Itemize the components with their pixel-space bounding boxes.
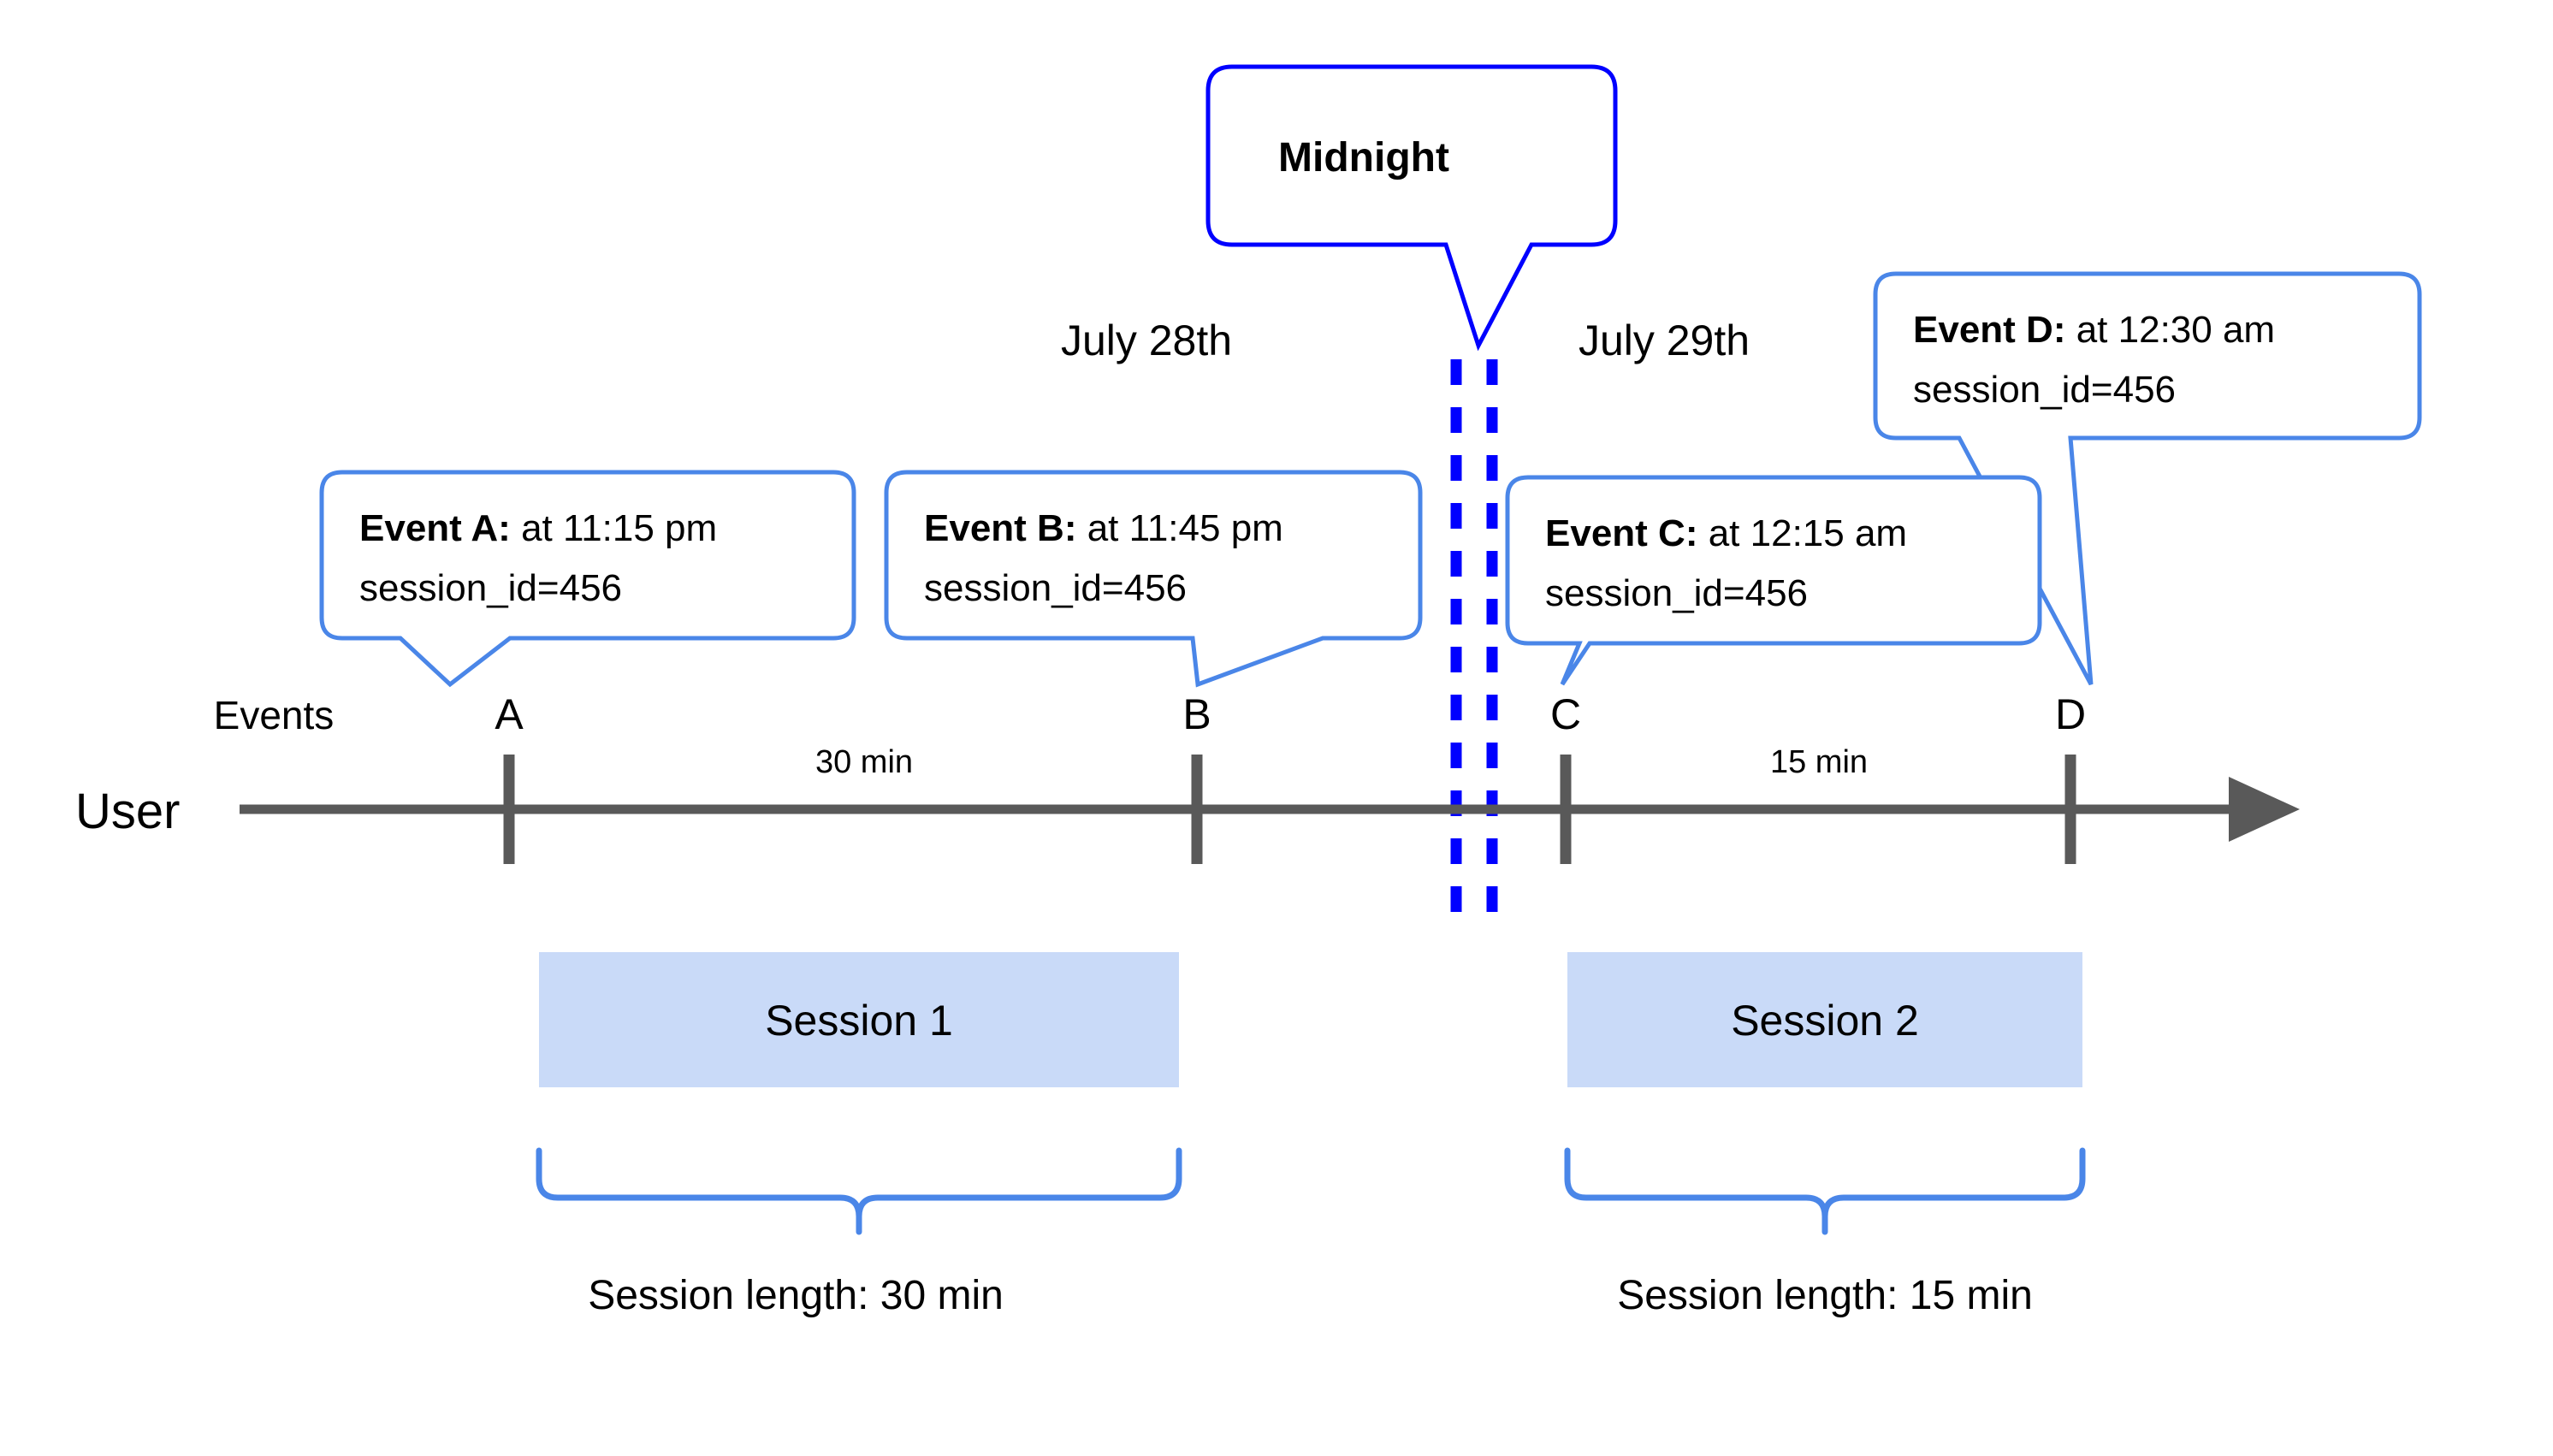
interval-label-30min: 30 min: [815, 744, 913, 780]
user-row-label: User: [75, 784, 180, 839]
interval-label-15min: 15 min: [1770, 744, 1868, 780]
event-callout-c-lead: Event C:: [1545, 512, 1697, 554]
session-band-2[interactable]: Session 2: [1567, 952, 2082, 1087]
event-callout-a-shape: [319, 470, 856, 688]
timeline-arrow-icon: [2229, 777, 2300, 842]
event-callout-d-detail: at 12:30 am: [2065, 309, 2275, 351]
event-callout-d-shape: [1873, 271, 2422, 686]
event-callout-d-lead: Event D:: [1913, 309, 2065, 351]
events-row-label: Events: [214, 693, 335, 737]
event-callout-a-line1: Event A: at 11:15 pm: [359, 507, 717, 549]
midnight-callout-label: Midnight: [1278, 135, 1449, 181]
session-brace-1: Session length: 30 min: [536, 1147, 1182, 1318]
event-callout-c[interactable]: Event C: at 12:15 am session_id=456: [1505, 475, 2042, 686]
marker-letter-d: D: [2055, 690, 2086, 738]
marker-letter-b: B: [1182, 690, 1211, 738]
event-callout-a[interactable]: Event A: at 11:15 pm session_id=456: [319, 470, 856, 688]
session-band-1-rect: [539, 952, 1179, 1087]
midnight-callout-shape: [1205, 64, 1618, 352]
midnight-callout[interactable]: Midnight: [1205, 64, 1618, 352]
session-band-1[interactable]: Session 1: [539, 952, 1179, 1087]
marker-letter-c: C: [1550, 690, 1581, 738]
midnight-divider: [1450, 359, 1498, 924]
event-markers: [503, 755, 2076, 864]
session-band-2-rect: [1567, 952, 2082, 1087]
session-brace-1-path: [536, 1147, 1182, 1235]
date-label-july-28: July 28th: [1061, 317, 1232, 364]
marker-letter-a: A: [495, 690, 524, 738]
event-callout-b[interactable]: Event B: at 11:45 pm session_id=456: [884, 470, 1423, 688]
timeline-axis: [240, 777, 2300, 842]
event-callout-d[interactable]: Event D: at 12:30 am session_id=456: [1873, 271, 2422, 686]
event-callout-b-lead: Event B:: [924, 507, 1076, 549]
event-callout-d-line2: session_id=456: [1913, 369, 2176, 411]
event-callout-b-shape: [884, 470, 1423, 688]
session-brace-2-path: [1564, 1147, 2086, 1235]
session-band-2-label: Session 2: [1731, 997, 1919, 1045]
date-label-july-29: July 29th: [1579, 317, 1750, 364]
event-callout-b-line2: session_id=456: [924, 567, 1187, 609]
event-callout-c-line1: Event C: at 12:15 am: [1545, 512, 1907, 554]
session-brace-2: Session length: 15 min: [1564, 1147, 2086, 1318]
event-callout-a-detail: at 11:15 pm: [511, 507, 717, 549]
event-callout-c-detail: at 12:15 am: [1697, 512, 1907, 554]
event-callout-a-line2: session_id=456: [359, 567, 622, 609]
session-length-label-2: Session length: 15 min: [1617, 1273, 2033, 1318]
event-callout-b-line1: Event B: at 11:45 pm: [924, 507, 1283, 549]
event-callout-c-line2: session_id=456: [1545, 572, 1808, 614]
session-length-label-1: Session length: 30 min: [588, 1273, 1004, 1318]
event-callout-d-line1: Event D: at 12:30 am: [1913, 309, 2275, 351]
event-callout-b-detail: at 11:45 pm: [1076, 507, 1282, 549]
session-band-1-label: Session 1: [765, 997, 953, 1045]
event-callout-a-lead: Event A:: [359, 507, 511, 549]
event-callout-c-shape: [1505, 475, 2042, 686]
